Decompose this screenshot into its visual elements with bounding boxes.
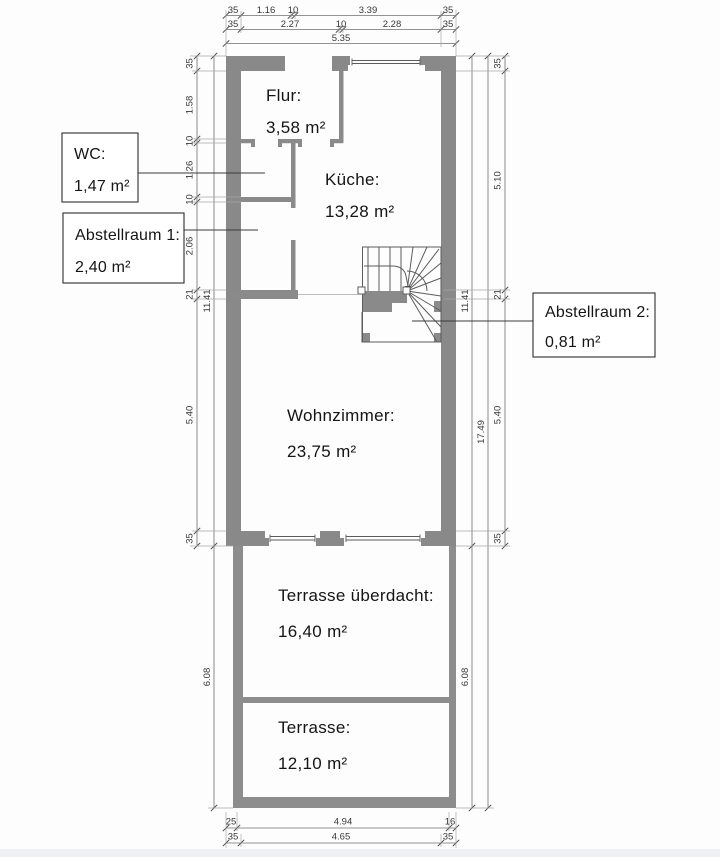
staircase [357,246,442,343]
dim-label: 1.16 [257,5,276,16]
dim-label-terrace-height-left: 6.08 [202,668,213,687]
understair-room-outline [361,312,441,343]
window-bottom-left-icon [269,534,316,542]
callout-abstellraum1: Abstellraum 1: 2,40 m² [62,212,258,284]
dim-lines-top [226,15,456,44]
stair-treads [367,247,402,291]
dim-label: 21 [493,289,504,300]
dim-lines-bottom [226,827,456,844]
dim-label: 35 [228,19,239,30]
exterior-walls [226,56,456,546]
callout-area-abstellraum2: 0,81 m² [545,334,601,351]
room-labels: Flur: 3,58 m² Küche: 13,28 m² Wohnzimmer… [266,86,434,773]
dimension-labels-bottom: 25 4.94 16 35 4.65 35 [226,817,456,843]
dimension-labels-right: 35 5.10 21 5.40 35 11.41 17.49 6.08 [460,58,504,686]
wall-wc-divider [241,197,295,202]
dim-label: 4.94 [334,817,353,828]
dim-label: 5.10 [493,171,504,190]
dim-label: 5.40 [185,406,196,425]
dim-label-total-width: 5.35 [332,33,351,44]
dim-label: 10 [288,5,299,16]
stair-newel-right [402,286,411,295]
dim-label: 16 [445,817,456,828]
page-bottom-band [0,849,720,857]
wall-bottom [226,531,456,546]
dim-lines-left [196,56,215,808]
dim-label: 35 [228,5,239,16]
dim-label-total-height: 17.49 [476,420,487,444]
windows [269,58,421,542]
terrace-wall-left [233,546,243,808]
window-bottom-right-icon [345,534,421,542]
dim-label: 35 [493,533,504,544]
stair-winders [406,246,442,343]
wall-flur-right [339,71,344,143]
callout-label-abstellraum2: Abstellraum 2: [545,304,650,321]
stair-arc [406,270,428,292]
terrace-walls [233,546,456,808]
dim-label-building-height-left: 11.41 [202,289,213,312]
dimension-labels-left: 35 1.58 10 1.26 10 2.06 21 5.40 35 11.41… [185,58,214,686]
callout-area-wc: 1,47 m² [74,178,130,195]
room-label-flur: Flur: [266,86,302,105]
stair-newel-left [357,286,366,295]
dim-label: 35 [228,832,239,843]
room-area-flur: 3,58 m² [266,118,326,137]
room-label-wohnzimmer: Wohnzimmer: [287,406,395,425]
dim-label: 1.58 [185,96,196,115]
dim-label: 35 [443,832,454,843]
room-label-terrasse-ueberdacht: Terrasse überdacht: [278,586,434,605]
dim-label: 5.40 [493,406,504,425]
dim-label: 4.65 [332,832,351,843]
callout-wc: WC: 1,47 m² [61,132,265,203]
dim-label: 25 [226,817,237,828]
extension-lines [190,10,510,848]
terrace-divider-wall [243,697,449,703]
dim-label: 35 [443,5,454,16]
dim-label-terrace-height-right: 6.08 [460,668,471,687]
dim-label: 35 [493,58,504,69]
dim-label: 2.06 [185,237,196,256]
dim-label: 3.39 [359,5,378,16]
dim-label: 1.26 [185,161,196,180]
dim-label: 35 [185,533,196,544]
dim-label: 10 [185,194,196,205]
dim-label: 21 [185,289,196,300]
terrace-wall-right [449,546,456,808]
callout-box-wc [61,132,139,203]
wall-left [226,56,241,546]
callout-box-abstellraum2 [532,292,656,358]
dimension-lines [190,10,510,848]
callout-area-abstellraum1: 2,40 m² [75,259,131,276]
dimension-labels-top: 35 1.16 10 3.39 35 35 2.27 10 2.28 35 5.… [228,5,454,44]
wall-top [226,56,456,71]
wall-strip-vertical [291,143,296,290]
wall-right [441,56,456,546]
dim-label: 10 [185,136,196,147]
room-area-terrasse: 12,10 m² [278,754,348,773]
room-area-kueche: 13,28 m² [325,202,395,221]
callout-box-abstellraum1 [62,212,185,284]
dim-label: 2.27 [281,19,300,30]
dim-label: 35 [185,58,196,69]
stair-walkline [364,265,409,287]
dim-lines-right [471,56,506,808]
dim-label-building-height-right: 11.41 [460,289,471,312]
wall-understair [362,291,441,342]
room-label-kueche: Küche: [325,170,380,189]
room-label-terrasse: Terrasse: [278,718,351,737]
room-area-wohnzimmer: 23,75 m² [287,442,357,461]
window-top-icon [351,58,421,66]
dim-label: 2.28 [383,19,402,30]
callout-label-wc: WC: [74,146,106,163]
wall-abstellraum1-bottom [226,290,298,299]
room-area-terrasse-ueberdacht: 16,40 m² [278,622,348,641]
callout-label-abstellraum1: Abstellraum 1: [75,227,180,244]
dim-label: 10 [336,19,347,30]
dim-label: 35 [443,19,454,30]
interior-walls [226,71,441,342]
terrace-wall-bottom [233,797,456,808]
callout-abstellraum2: Abstellraum 2: 0,81 m² [412,292,656,358]
